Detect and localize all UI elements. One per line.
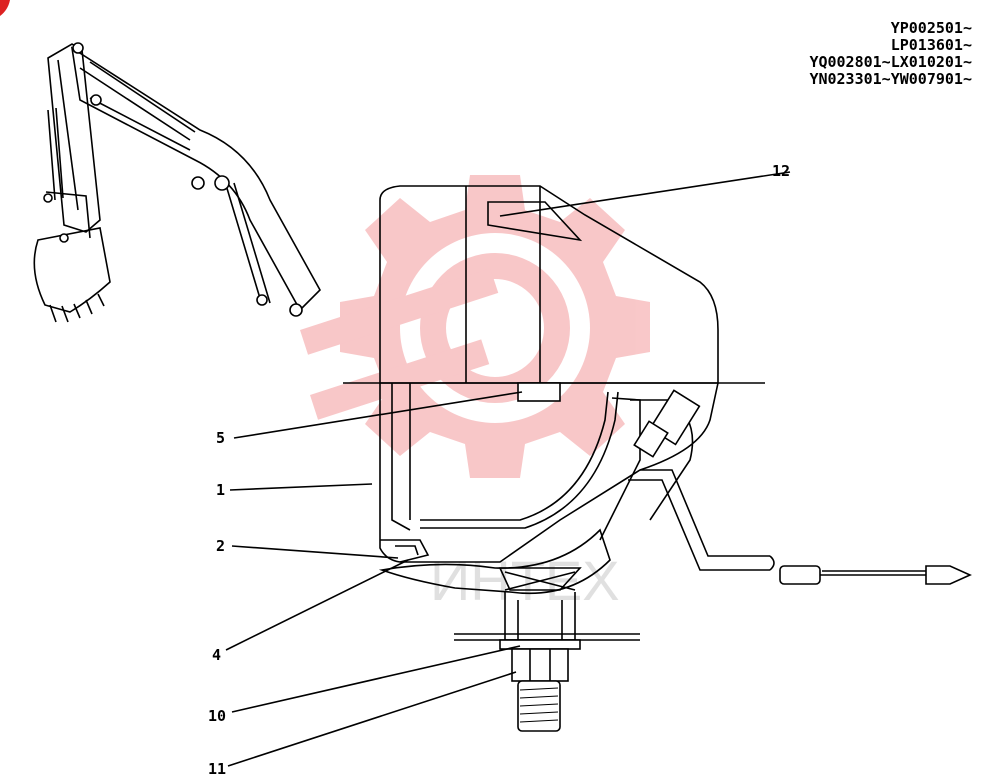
callout-1: 1 <box>216 481 225 499</box>
excavator-inset-illustration <box>33 42 321 323</box>
serial-range-3: YQ002801~LX010201~ <box>809 53 972 71</box>
part-5-block <box>517 382 561 402</box>
watermark-logo <box>300 175 650 478</box>
part-12-window <box>487 201 583 242</box>
callout-11: 11 <box>208 760 226 776</box>
watermark-text: ИНТЕХ <box>430 549 620 612</box>
callout-10: 10 <box>208 707 226 725</box>
corner-marker <box>0 0 10 16</box>
callout-12: 12 <box>772 162 790 180</box>
serial-range-4: YN023301~YW007901~ <box>809 70 972 88</box>
callout-2: 2 <box>216 537 225 555</box>
main-assembly <box>343 185 972 732</box>
callout-4: 4 <box>212 646 221 664</box>
nut-part-11 <box>511 648 569 682</box>
serial-range-2: LP013601~ <box>890 36 972 54</box>
callout-5: 5 <box>216 429 225 447</box>
leader-lines <box>225 171 791 767</box>
serial-range-1: YP002501~ <box>890 19 972 37</box>
